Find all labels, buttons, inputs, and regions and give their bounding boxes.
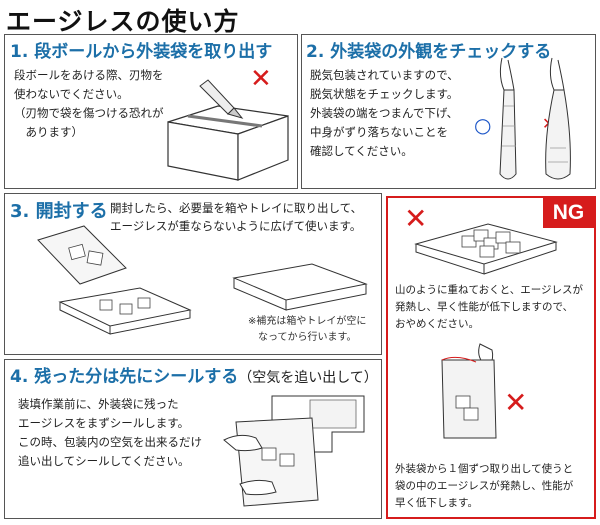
empty-tray-illustration — [232, 263, 368, 311]
section-1-line: 使わないでください。 — [14, 87, 129, 101]
sealing-machine-illustration — [223, 395, 365, 507]
ng-text-2-line: 外装袋から１個ずつ取り出して使うと — [395, 463, 574, 475]
bag-check-illustration — [499, 57, 571, 180]
section-2-line: 脱気包装されていますので、 — [310, 68, 459, 82]
section-4-line: 追い出してシールしてください。 — [18, 454, 190, 468]
section-3-text: 開封したら、必要量を箱やトレイに取り出して、 エージレスが重ならないように広げて… — [110, 199, 362, 235]
section-3-heading: 3. 開封する — [10, 201, 108, 222]
take-one-from-bag-illustration — [441, 343, 497, 439]
ng-text-1-line: おやめください。 — [395, 318, 479, 330]
ng-text-1-line: 発熱し、早く性能が低下しますので、 — [395, 301, 574, 313]
section-2-line: 外装袋の端をつまんで下げ、 — [310, 106, 459, 120]
open-bag-and-tray-illustration — [37, 225, 192, 335]
section-4-text: 装填作業前に、外装袋に残った エージレスをまずシールします。 この時、包装内の空… — [18, 395, 202, 471]
section-4-heading: 4. 残った分は先にシールする（空気を追い出して） — [10, 362, 378, 387]
section-2-heading: 2. 外装袋の外観をチェックする — [306, 42, 552, 62]
section-4-heading-sub: （空気を追い出して） — [238, 370, 378, 386]
section-3-note-line: ※補充は箱やトレイが空に — [248, 316, 367, 327]
section-2-line: 中身がずり落ちないことを — [310, 125, 448, 139]
ok-circle-icon: ○ — [474, 113, 492, 137]
section-4-line: エージレスをまずシールします。 — [18, 416, 190, 430]
ng-cross-icon-2: ✕ — [504, 386, 528, 419]
ng-text-2-line: 袋の中のエージレスが発熱し、性能が — [395, 480, 574, 492]
section-4-heading-main: 4. 残った分は先にシールする — [10, 367, 239, 387]
section-4-line: この時、包装内の空気を出来るだけ — [18, 435, 202, 449]
section-2-line: 脱気状態をチェックします。 — [310, 87, 459, 101]
ng-text-2-line: 早く低下します。 — [395, 497, 478, 509]
cardboard-box-with-knife-illustration — [167, 79, 289, 181]
section-3-note-line: なってから行います。 — [248, 332, 357, 343]
ng-cross-icon-1: ✕ — [404, 202, 428, 235]
section-1-heading: 1. 段ボールから外装袋を取り出す — [10, 42, 273, 62]
section-4-line: 装填作業前に、外装袋に残った — [18, 397, 179, 411]
section-1-line: あります） — [14, 125, 83, 139]
ng-text-1-line: 山のように重ねておくと、エージレスが — [395, 284, 584, 296]
section-1-text: 段ボールをあける際、刃物を 使わないでください。 （刃物で袋を傷つける恐れが あ… — [14, 66, 164, 142]
section-1-line: 段ボールをあける際、刃物を — [14, 68, 164, 82]
ng-text-2: 外装袋から１個ずつ取り出して使うと 袋の中のエージレスが発熱し、性能が 早く低下… — [395, 461, 573, 512]
section-2-line: 確認してください。 — [310, 144, 413, 158]
section-3-line: エージレスが重ならないように広げて使います。 — [110, 219, 362, 233]
section-2-text: 脱気包装されていますので、 脱気状態をチェックします。 外装袋の端をつまんで下げ… — [310, 66, 459, 161]
section-3-note: ※補充は箱やトレイが空に なってから行います。 — [248, 314, 366, 346]
section-1-ng-mark-icon: ✕ — [250, 64, 272, 94]
stacked-tray-illustration — [414, 223, 558, 275]
ng-text-1: 山のように重ねておくと、エージレスが 発熱し、早く性能が低下しますので、 おやめ… — [395, 282, 583, 333]
page-title: エージレスの使い方 — [6, 7, 240, 36]
section-1-line: （刃物で袋を傷つける恐れが — [14, 106, 164, 120]
section-3-line: 開封したら、必要量を箱やトレイに取り出して、 — [110, 201, 363, 215]
ng-badge: NG — [543, 198, 594, 228]
